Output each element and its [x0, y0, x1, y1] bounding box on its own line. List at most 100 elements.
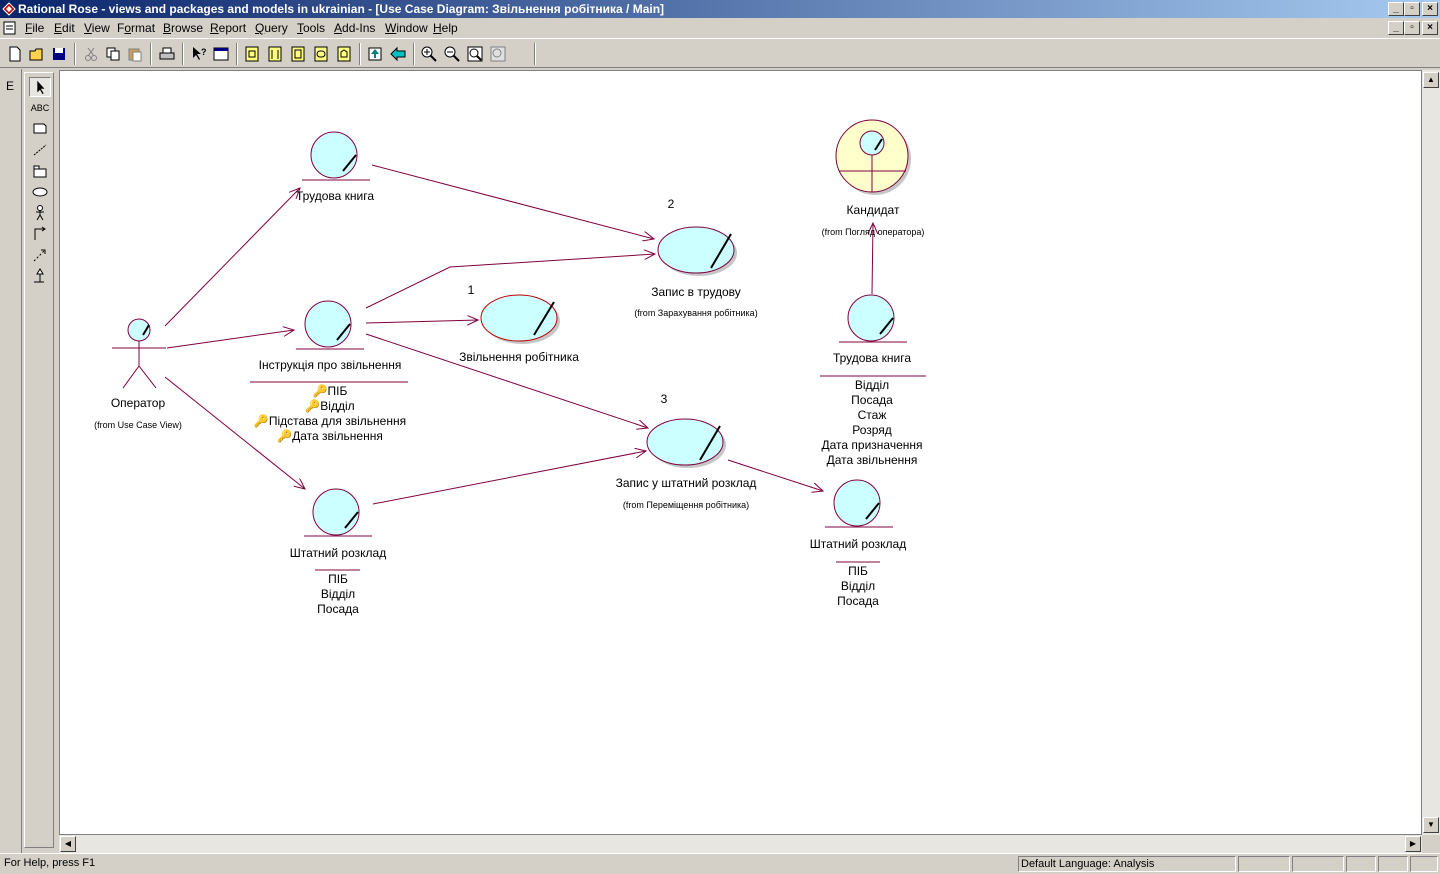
connector-zapys-shtatnyi-shtatnyi-right[interactable]: [727, 459, 823, 491]
doc-minimize-button[interactable]: _: [1388, 21, 1404, 35]
open-icon[interactable]: [28, 45, 46, 63]
note-tool-icon[interactable]: [29, 119, 51, 139]
selection-tool-icon[interactable]: [29, 77, 51, 97]
print-icon[interactable]: [158, 45, 176, 63]
menu-window[interactable]: Window: [385, 21, 428, 35]
connector-shtatnyi-zapys-shtatnyi[interactable]: [372, 451, 646, 505]
browse-interaction-diagram-icon[interactable]: [266, 45, 284, 63]
new-icon[interactable]: [6, 45, 24, 63]
connector-trudova-zapys[interactable]: [371, 164, 654, 239]
use-case-zvilnennia[interactable]: [480, 294, 560, 344]
attribute-key-icon: 🔑: [253, 414, 269, 428]
entity-instruktsiia[interactable]: [250, 300, 408, 383]
status-bar: For Help, press F1 Default Language: Ana…: [0, 853, 1440, 874]
browse-parent-icon[interactable]: [366, 45, 384, 63]
menu-query[interactable]: Query: [255, 21, 288, 35]
browse-deployment-diagram-icon[interactable]: [335, 45, 353, 63]
cut-icon[interactable]: [82, 45, 100, 63]
use-case-tool-icon[interactable]: [29, 182, 51, 202]
browse-component-diagram-icon[interactable]: [289, 45, 307, 63]
connector-instruktsiia-zapys[interactable]: [365, 254, 655, 309]
association-tool-icon[interactable]: [29, 224, 51, 244]
status-pane: [1346, 856, 1376, 872]
label-trudova-knyha-right: Трудова книга: [832, 351, 912, 365]
copy-icon[interactable]: [104, 45, 122, 63]
toolbar-separator: [359, 43, 361, 65]
entity-trudova-knyha-right[interactable]: [820, 294, 926, 377]
context-help-icon[interactable]: ?: [190, 45, 208, 63]
fit-in-window-icon[interactable]: [466, 45, 484, 63]
attribute-row: 🔑Дата звільнення: [277, 429, 383, 443]
attribute-row: 🔑Відділ: [305, 399, 355, 413]
attribute-key-icon: 🔑: [312, 384, 328, 398]
browser-strip-label: E: [6, 79, 15, 93]
menu-format[interactable]: Format: [117, 21, 156, 35]
connector-instruktsiia-zapys-shtatnyi[interactable]: [365, 333, 648, 428]
minimize-button[interactable]: _: [1388, 2, 1404, 16]
svg-text:?: ?: [201, 47, 207, 57]
menu-bar: File Edit View Format Browse Report Query Tools…: [0, 18, 1440, 38]
horizontal-scrollbar[interactable]: ◀ ▶: [59, 835, 1422, 853]
doc-close-button[interactable]: ×: [1422, 21, 1438, 35]
attribute-row: Відділ: [854, 378, 890, 392]
vertical-scrollbar[interactable]: ▲ ▼: [1422, 70, 1440, 835]
scroll-right-icon[interactable]: ▶: [1405, 836, 1421, 852]
scroll-up-icon[interactable]: ▲: [1423, 72, 1439, 88]
entity-trudova-knyha-left[interactable]: [302, 131, 370, 181]
save-icon[interactable]: [50, 45, 68, 63]
browse-previous-diagram-icon[interactable]: [389, 45, 407, 63]
menu-file[interactable]: File: [25, 21, 45, 35]
entity-shtatnyi-right[interactable]: [825, 479, 893, 563]
attribute-row: Посада: [837, 594, 879, 608]
scroll-left-icon[interactable]: ◀: [60, 836, 76, 852]
anchor-note-tool-icon[interactable]: [29, 140, 51, 160]
connector-trudova-right-kandydat[interactable]: [872, 223, 873, 295]
toolbar-separator: [534, 43, 536, 65]
browse-state-diagram-icon[interactable]: [312, 45, 330, 63]
paste-icon[interactable]: [126, 45, 144, 63]
zoom-out-icon[interactable]: [443, 45, 461, 63]
doc-restore-button[interactable]: ▫: [1404, 21, 1420, 35]
browse-class-diagram-icon[interactable]: [243, 45, 261, 63]
entity-shtatnyi-left[interactable]: [304, 488, 372, 571]
diagram-canvas[interactable]: Трудова книга Інструкція про звільнення …: [59, 70, 1422, 835]
view-doc-window-icon[interactable]: [212, 45, 230, 63]
menu-report[interactable]: Report: [210, 21, 247, 35]
dependency-tool-icon[interactable]: [29, 245, 51, 265]
status-help-text: For Help, press F1: [4, 857, 96, 869]
menu-edit[interactable]: Edit: [54, 21, 75, 35]
toolbar-separator: [74, 43, 76, 65]
restore-button[interactable]: ▫: [1404, 2, 1420, 16]
status-pane: [1378, 856, 1408, 872]
attribute-row: Відділ: [320, 587, 356, 601]
attribute-row: 🔑ПІБ: [312, 384, 348, 398]
use-case-zapys-shtatnyi[interactable]: [646, 418, 726, 468]
text-tool-icon[interactable]: ABC: [30, 103, 50, 113]
menu-tools[interactable]: Tools: [297, 21, 326, 35]
connector-operator-trudova[interactable]: [164, 188, 300, 327]
use-case-zapys-trudovu[interactable]: [657, 226, 737, 276]
connector-operator-instruktsiia[interactable]: [166, 330, 294, 349]
menu-help[interactable]: Help: [433, 21, 458, 35]
generalization-tool-icon[interactable]: [29, 266, 51, 286]
scroll-down-icon[interactable]: ▼: [1423, 817, 1439, 833]
undo-fit-in-window-icon[interactable]: [489, 45, 507, 63]
zoom-in-icon[interactable]: [420, 45, 438, 63]
label-operator: Оператор: [110, 396, 166, 410]
menu-view[interactable]: View: [84, 21, 110, 35]
diagram-svg: [112, 119, 926, 571]
actor-operator[interactable]: [112, 318, 166, 389]
document-icon[interactable]: [2, 20, 18, 36]
toolbar-separator: [150, 43, 152, 65]
title-bar[interactable]: Rational Rose - views and packages and m…: [0, 0, 1440, 18]
connector-operator-shtatnyi[interactable]: [164, 376, 305, 489]
package-tool-icon[interactable]: [29, 161, 51, 181]
close-button[interactable]: ×: [1422, 2, 1438, 16]
actor-tool-icon[interactable]: [29, 203, 51, 223]
connector-instruktsiia-zvilnennia[interactable]: [365, 320, 478, 323]
toolbar-separator: [236, 43, 238, 65]
actor-kandydat[interactable]: [835, 119, 911, 195]
menu-browse[interactable]: Browse: [163, 21, 204, 35]
menu-addins[interactable]: Add-Ins: [334, 21, 376, 35]
browser-strip[interactable]: E: [0, 69, 22, 854]
